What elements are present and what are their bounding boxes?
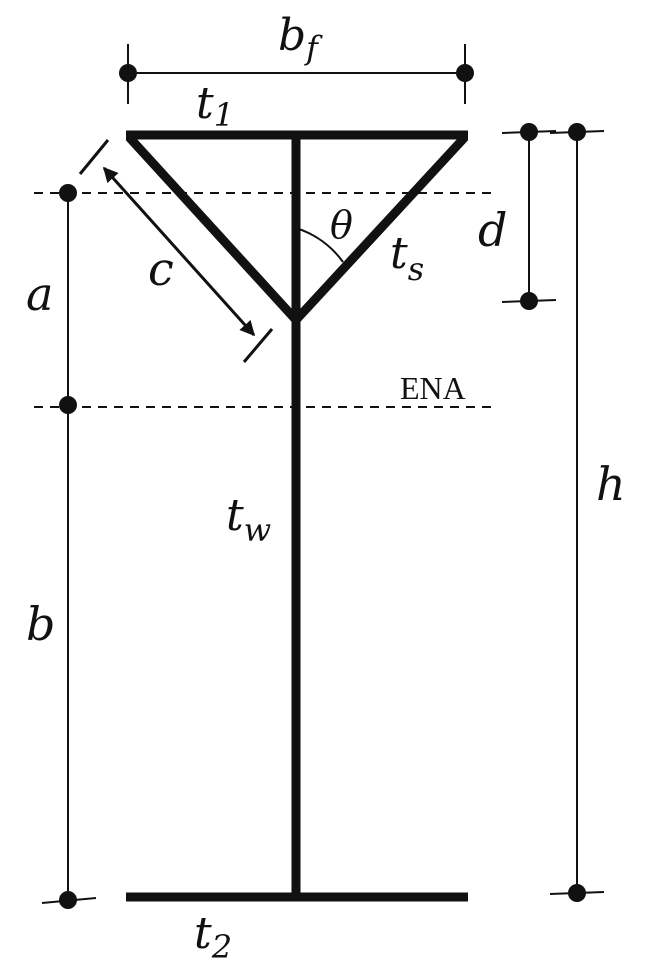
reference-lines: [34, 192, 494, 408]
labels: bf t1 θ ts c a d ENA tw h b t2: [26, 10, 626, 966]
strut-dimension-tick-bottom: [242, 328, 274, 363]
dimension-dot: [59, 396, 77, 414]
dimension-flange-width: [119, 44, 474, 104]
dimension-dot: [568, 884, 586, 902]
strut-dimension-arrow: [102, 166, 256, 337]
dimension-left-a-b: [41, 184, 97, 909]
label-strut-thickness: ts: [390, 228, 424, 288]
label-bottom-flange-thickness: t2: [194, 908, 232, 966]
angle-arc: [295, 227, 344, 263]
label-strut-length: c: [148, 242, 174, 296]
dimension-dot: [520, 292, 538, 310]
dimension-dot: [456, 64, 474, 82]
label-depth-d: d: [478, 203, 507, 257]
dimension-height-h: [549, 123, 605, 902]
label-top-flange-thickness: t1: [196, 78, 234, 134]
strut-dimension-tick-top: [78, 139, 110, 175]
dimension-dot: [568, 123, 586, 141]
dimension-dot: [59, 891, 77, 909]
dimension-dot: [119, 64, 137, 82]
label-depth-a: a: [26, 267, 53, 321]
dimension-strut-length: [78, 139, 274, 363]
right-strut: [292, 133, 469, 324]
dimension-dot: [520, 123, 538, 141]
label-flange-width: bf: [278, 10, 323, 67]
label-angle: θ: [330, 203, 353, 247]
label-height: h: [596, 457, 626, 511]
label-depth-b: b: [26, 597, 55, 651]
dimension-dot: [59, 184, 77, 202]
label-web-thickness: tw: [226, 490, 271, 549]
label-neutral-axis: ENA: [400, 370, 466, 406]
dimension-depth-d: [501, 123, 557, 310]
